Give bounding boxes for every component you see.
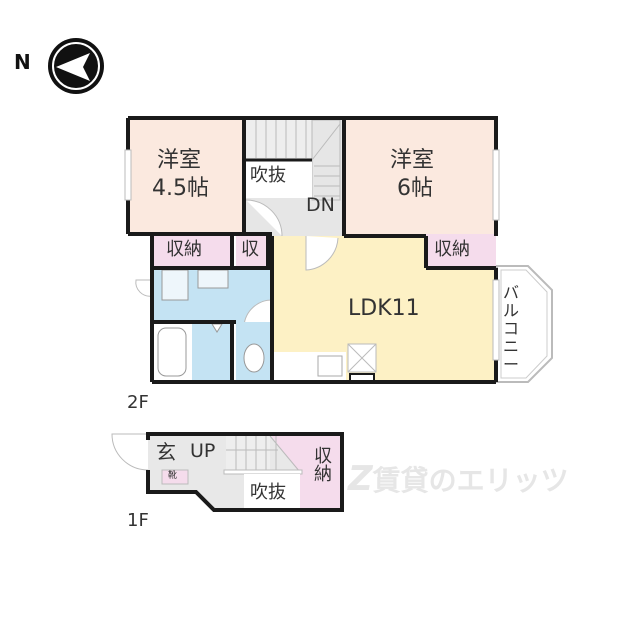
balcony-char: ニ: [502, 337, 519, 356]
floor-2-label: 2F: [127, 392, 149, 413]
watermark: Z賃貸のエリッツ: [348, 459, 569, 499]
balcony-char: バ: [502, 283, 519, 302]
room-void-1f: 吹抜: [250, 482, 286, 503]
room-entrance: 玄: [156, 440, 176, 464]
compass-north-label: N: [14, 50, 31, 74]
balcony-char: ル: [502, 301, 519, 320]
storage-1f: 収納: [310, 446, 332, 488]
stairs-down-label: DN: [306, 194, 335, 216]
room-void-2f: 吹抜: [250, 165, 286, 186]
balcony-char: ー: [502, 355, 519, 374]
balcony-char: コ: [502, 319, 519, 338]
shoe-storage: 靴: [168, 471, 178, 481]
room-western-2-name: 洋室: [390, 148, 435, 173]
balcony-label: バ ル コ ニ ー: [502, 284, 520, 374]
compass-icon: [46, 36, 106, 96]
storage-1: 収納: [166, 239, 202, 260]
stairs-up-label: UP: [190, 440, 216, 462]
room-western-2-size: 6帖: [397, 176, 433, 201]
room-western-1-size: 4.5帖: [152, 176, 209, 201]
storage-small: 収: [241, 239, 259, 260]
storage-2: 収納: [434, 239, 470, 260]
room-ldk: LDK11: [348, 296, 420, 321]
storage-1f-text: 収納: [311, 446, 332, 482]
room-western-1-name: 洋室: [157, 148, 202, 173]
floor-1-label: 1F: [127, 510, 149, 531]
